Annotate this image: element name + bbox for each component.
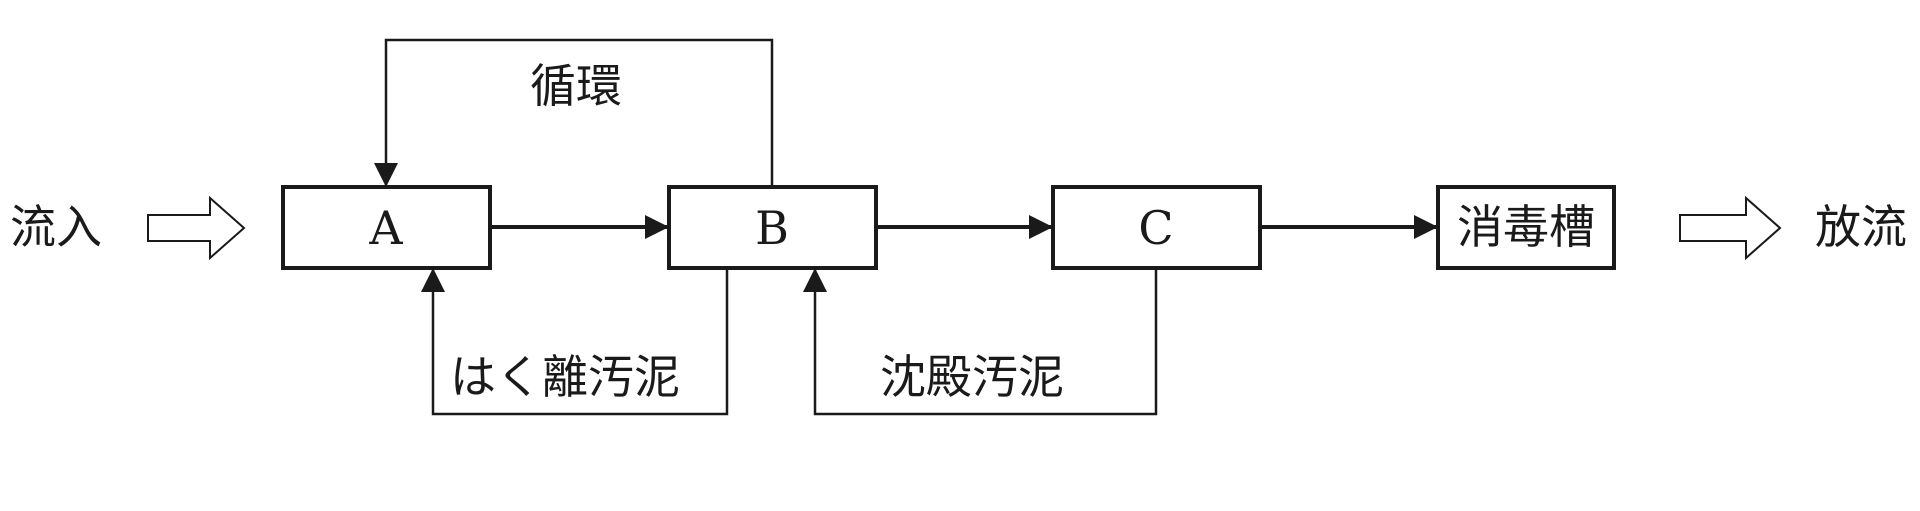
outflow-hollow-arrow: [1679, 195, 1782, 261]
inflow-label: 流入: [10, 200, 102, 254]
settled-sludge-line: [803, 268, 1158, 416]
disinfection-tank-label: 消毒槽: [1457, 200, 1595, 254]
detached-sludge-line: [421, 268, 729, 416]
detached-sludge-label: はく離汚泥: [450, 350, 680, 404]
recirculation-line: [374, 38, 774, 187]
recirculation-label: 循環: [530, 59, 622, 113]
box-b-label: B: [755, 201, 789, 255]
box-disinfection-tank: 消毒槽: [1436, 185, 1616, 270]
box-c-label: C: [1138, 201, 1173, 255]
settled-sludge-label: 沈殿汚泥: [880, 350, 1064, 404]
inflow-hollow-arrow: [147, 195, 246, 261]
box-a: A: [281, 185, 492, 270]
box-b: B: [667, 185, 878, 270]
box-a-label: A: [368, 201, 403, 255]
outflow-label: 放流: [1815, 200, 1907, 254]
box-c: C: [1051, 185, 1262, 270]
